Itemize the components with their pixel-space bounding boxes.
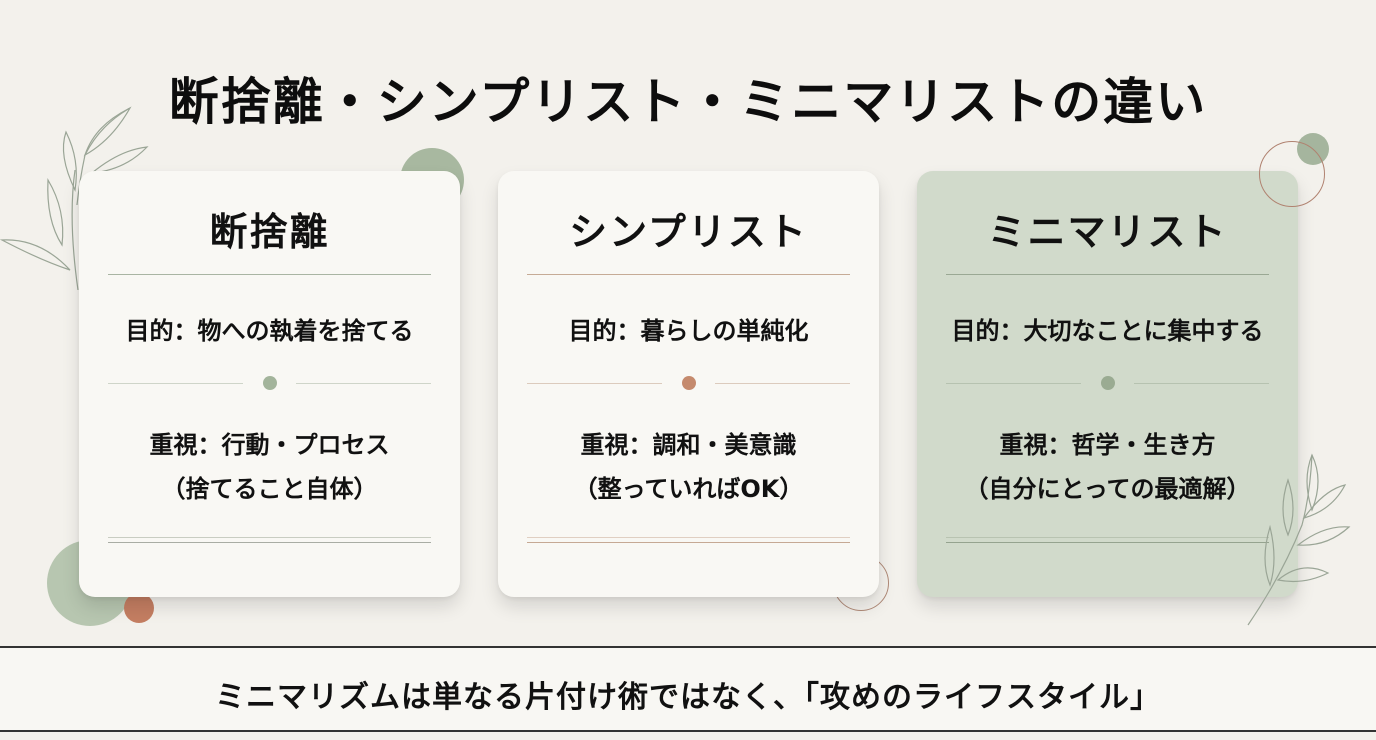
leaf-branch-icon — [0, 170, 79, 290]
card-simplist: シンプリスト 目的：暮らしの単純化 重視：調和・美意識 （整っていればOK） — [498, 171, 879, 597]
focus-text: 重視：哲学・生き方 （自分にとっての最適解） — [917, 423, 1298, 511]
focus-line-2: （自分にとっての最適解） — [964, 475, 1251, 503]
leaf-branch-icon — [1247, 453, 1351, 626]
divider — [108, 274, 431, 275]
dot-divider — [108, 376, 431, 390]
card-title: 断捨離 — [209, 209, 330, 254]
focus-line-1: 重視：哲学・生き方 — [999, 431, 1216, 459]
focus-line-1: 重視：行動・プロセス — [149, 431, 390, 459]
summary-banner: ミニマリズムは単なる片付け術ではなく、「攻めのライフスタイル」 — [0, 646, 1376, 732]
banner-text: ミニマリズムは単なる片付け術ではなく、「攻めのライフスタイル」 — [215, 680, 1161, 715]
dot-divider — [527, 376, 850, 390]
focus-text: 重視：行動・プロセス （捨てること自体） — [79, 423, 460, 511]
divider — [527, 274, 850, 275]
focus-line-2: （捨てること自体） — [161, 475, 378, 503]
purpose-text: 目的：大切なことに集中する — [951, 317, 1264, 345]
double-divider — [108, 537, 431, 543]
double-divider — [527, 537, 850, 543]
card-danshari: 断捨離 目的：物への執着を捨てる 重視：行動・プロセス （捨てること自体） — [79, 171, 460, 597]
purpose-text: 目的：物への執着を捨てる — [125, 317, 414, 345]
dot-icon — [681, 376, 696, 390]
purpose-text: 目的：暮らしの単純化 — [568, 317, 809, 345]
card-title: シンプリスト — [569, 209, 808, 254]
double-divider — [946, 537, 1269, 543]
dot-icon — [262, 376, 277, 390]
card-minimalist: ミニマリスト 目的：大切なことに集中する 重視：哲学・生き方 （自分にとっての最… — [917, 171, 1298, 597]
terracotta-circle-decoration — [124, 593, 154, 623]
focus-text: 重視：調和・美意識 （整っていればOK） — [498, 423, 879, 511]
dot-divider — [946, 376, 1269, 390]
dot-icon — [1100, 376, 1115, 390]
focus-line-2: （整っていればOK） — [573, 475, 804, 503]
divider — [946, 274, 1269, 275]
focus-line-1: 重視：調和・美意識 — [580, 431, 797, 459]
page-title: 断捨離・シンプリスト・ミニマリストの違い — [168, 72, 1208, 131]
leaf-branch-icon — [62, 106, 149, 205]
card-title: ミニマリスト — [987, 209, 1228, 254]
outline-circle-decoration — [1259, 141, 1325, 207]
